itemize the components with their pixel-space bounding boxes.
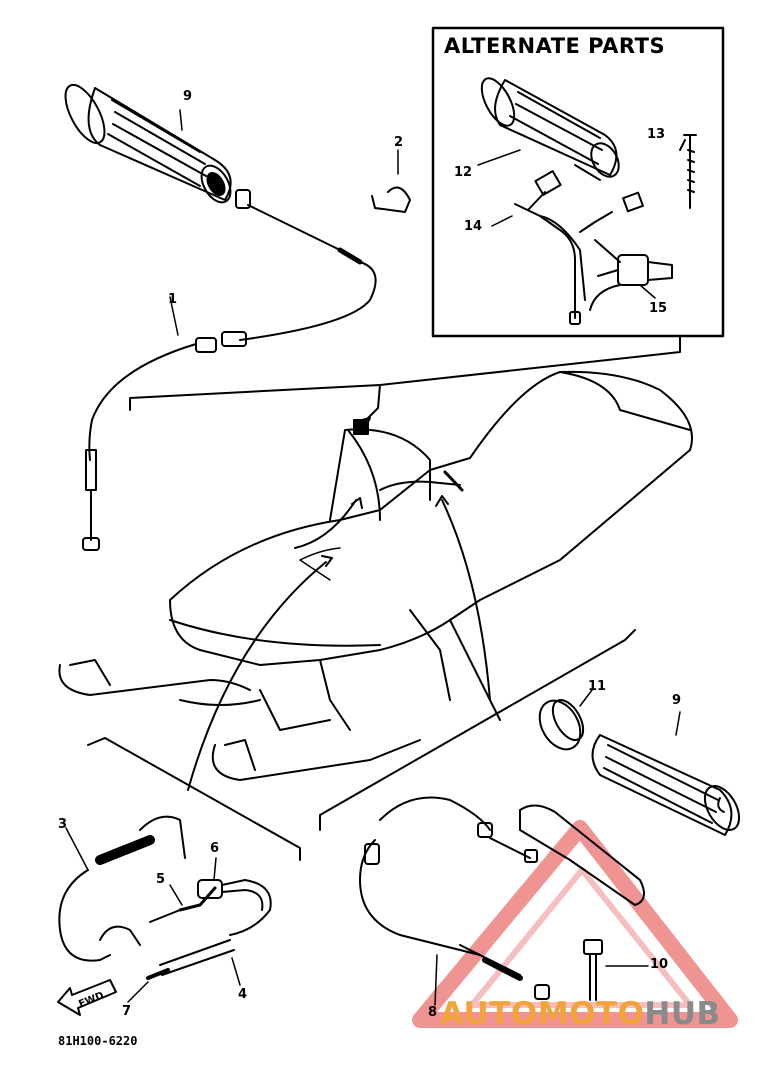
- alt-wire-harness: [514, 170, 644, 325]
- callout-12: 12: [454, 165, 473, 180]
- callout-2: 2: [394, 135, 404, 150]
- watermark-triangle: [412, 820, 738, 1028]
- brake-lever: [519, 804, 645, 1001]
- callout-9-top: 9: [183, 89, 193, 104]
- alt-switch: [589, 254, 673, 311]
- lead-wires: [159, 939, 235, 976]
- watermark-auto: AUTO: [440, 996, 538, 1032]
- alt-heated-grip: [480, 77, 620, 181]
- throttle-cable: [82, 189, 377, 551]
- watermark: AUTOMOTOHUB: [440, 996, 721, 1032]
- clip-part: [371, 186, 411, 213]
- callout-8: 8: [428, 1005, 438, 1020]
- callout-15: 15: [649, 301, 668, 316]
- svg-text:FWD: FWD: [77, 990, 105, 1010]
- watermark-moto: MOTO: [537, 996, 645, 1032]
- callout-14: 14: [464, 219, 483, 234]
- alternate-parts-box: [431, 26, 725, 338]
- callout-11: 11: [588, 679, 607, 694]
- connector-part: [146, 968, 170, 980]
- fwd-arrow: FWD: [57, 979, 117, 1016]
- callout-7: 7: [122, 1004, 132, 1019]
- callout-9-right: 9: [672, 693, 682, 708]
- callout-13: 13: [647, 127, 666, 142]
- grip-left: [64, 83, 232, 204]
- diagram-code: 81H100-6220: [58, 1034, 138, 1048]
- grip-right-assembly: [538, 699, 741, 836]
- callout-1: 1: [168, 292, 178, 307]
- callout-10: 10: [650, 957, 669, 972]
- callout-6: 6: [210, 841, 220, 856]
- brake-cable: [359, 796, 550, 1000]
- callout-3: 3: [58, 817, 68, 832]
- kill-switch: [58, 815, 272, 962]
- watermark-hub: HUB: [644, 996, 721, 1032]
- snowmobile-body: [58, 370, 693, 791]
- callout-4: 4: [238, 987, 248, 1002]
- alternate-parts-title: ALTERNATE PARTS: [444, 34, 666, 58]
- callout-5: 5: [156, 872, 166, 887]
